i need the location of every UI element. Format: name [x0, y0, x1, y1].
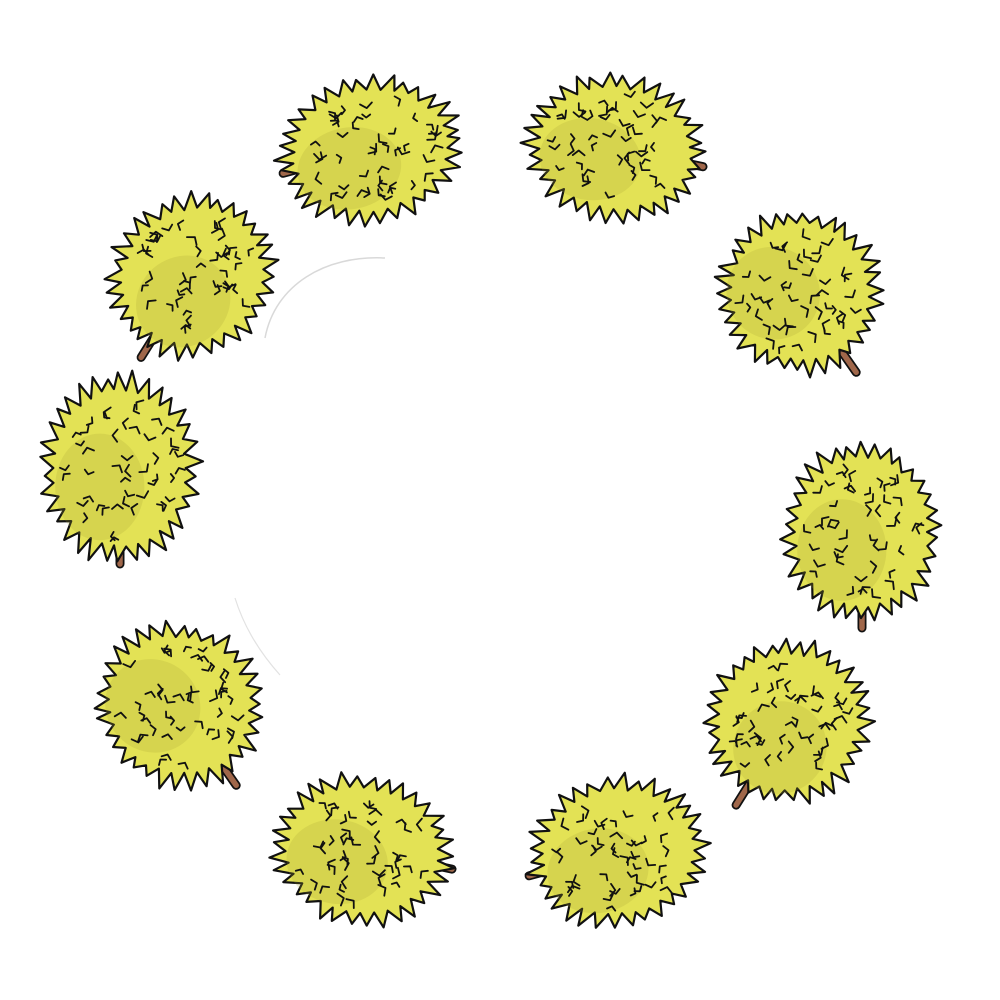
- durian-6: [779, 440, 943, 633]
- durian-thorns: [551, 805, 675, 912]
- durian-shade: [286, 819, 388, 905]
- durian-shade: [136, 255, 231, 348]
- durian-body: [93, 619, 264, 792]
- durian-thorns: [803, 463, 925, 599]
- durian-shade: [55, 433, 145, 541]
- durian-shade: [733, 701, 827, 794]
- durian-shade: [539, 118, 641, 201]
- faint-arc-lower-left: [234, 597, 281, 676]
- durian-9: [268, 771, 457, 929]
- durian-thorns: [728, 662, 854, 771]
- durian-thorns: [546, 90, 667, 199]
- durian-10: [524, 771, 712, 929]
- durian-thorns: [59, 399, 186, 542]
- durian-thorns: [310, 95, 444, 202]
- faint-arc-upper-left: [264, 257, 386, 339]
- durian-thorns: [294, 800, 429, 909]
- durian-2: [519, 71, 708, 225]
- durian-stem-fill: [836, 344, 859, 376]
- durian-group: [39, 71, 943, 929]
- durian-thorns: [136, 217, 255, 334]
- durian-body: [272, 73, 463, 228]
- durian-5: [39, 369, 205, 569]
- durian-4: [713, 212, 885, 379]
- durian-7: [93, 619, 264, 792]
- durian-3: [103, 190, 280, 362]
- durian-thorns: [734, 228, 862, 355]
- durian-body: [702, 637, 877, 805]
- durian-body: [713, 212, 885, 379]
- durian-body: [39, 369, 205, 563]
- durian-body: [103, 190, 280, 362]
- durian-shade: [797, 499, 887, 601]
- durian-8: [702, 637, 877, 810]
- durian-body: [779, 440, 943, 622]
- durian-thorns: [113, 644, 245, 770]
- durian-1: [272, 73, 463, 228]
- durian-shade: [105, 659, 201, 753]
